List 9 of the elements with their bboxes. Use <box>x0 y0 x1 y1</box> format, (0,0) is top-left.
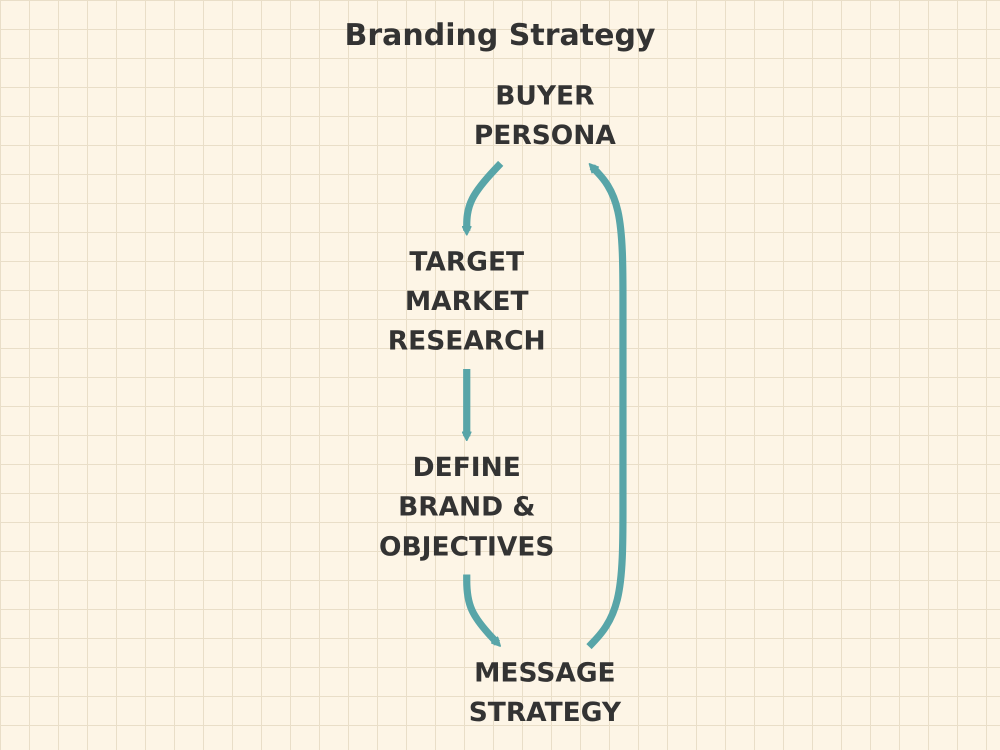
step-label: BUYER PERSONA <box>474 82 616 152</box>
arrow <box>586 162 627 650</box>
step-label: MESSAGE STRATEGY <box>468 658 621 728</box>
arrow <box>463 574 502 648</box>
arrow <box>461 160 504 236</box>
step-label: DEFINE BRAND & OBJECTIVES <box>379 453 554 562</box>
arrow <box>461 368 472 442</box>
step-label: TARGET MARKET RESEARCH <box>388 248 546 357</box>
diagram-title: Branding Strategy <box>344 18 656 54</box>
